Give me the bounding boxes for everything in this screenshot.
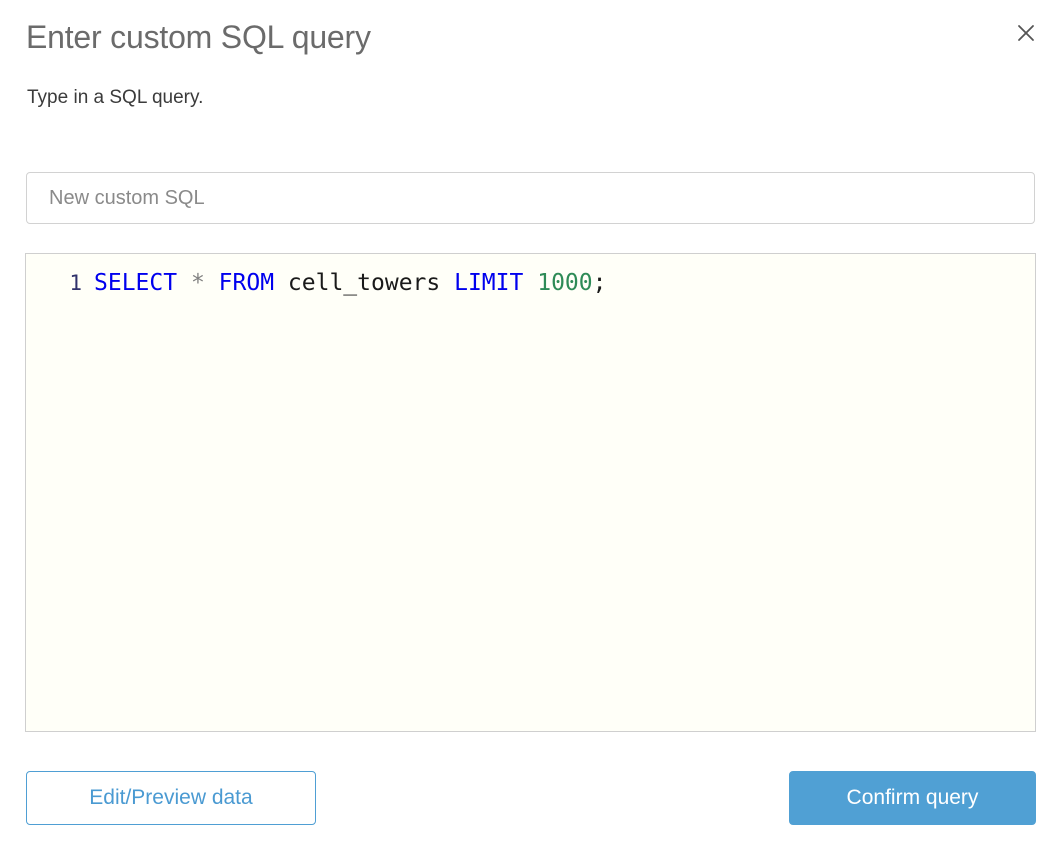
sql-space (523, 270, 537, 296)
sql-token-star: * (190, 270, 205, 296)
editor-line: 1 SELECT * FROM cell_towers LIMIT 1000; (26, 266, 1035, 300)
query-name-input[interactable] (26, 172, 1035, 224)
sql-space (205, 270, 219, 296)
sql-token-semicolon: ; (592, 270, 607, 296)
dialog-subtitle: Type in a SQL query. (27, 87, 204, 108)
confirm-query-button[interactable]: Confirm query (789, 771, 1036, 825)
sql-token-table: cell_towers (287, 270, 441, 296)
sql-space (274, 270, 288, 296)
sql-token-select: SELECT (94, 270, 178, 296)
sql-space (177, 270, 191, 296)
sql-token-limit: LIMIT (454, 270, 524, 296)
sql-editor[interactable]: 1 SELECT * FROM cell_towers LIMIT 1000; (25, 253, 1036, 732)
edit-preview-data-button[interactable]: Edit/Preview data (26, 771, 316, 825)
page-title: Enter custom SQL query (26, 19, 371, 55)
sql-token-limit-count: 1000 (537, 270, 593, 296)
sql-code-line: SELECT * FROM cell_towers LIMIT 1000; (94, 266, 606, 300)
line-number-gutter: 1 (69, 271, 82, 295)
sql-token-from: FROM (218, 270, 275, 296)
sql-space (440, 270, 454, 296)
close-icon[interactable] (1009, 16, 1043, 50)
